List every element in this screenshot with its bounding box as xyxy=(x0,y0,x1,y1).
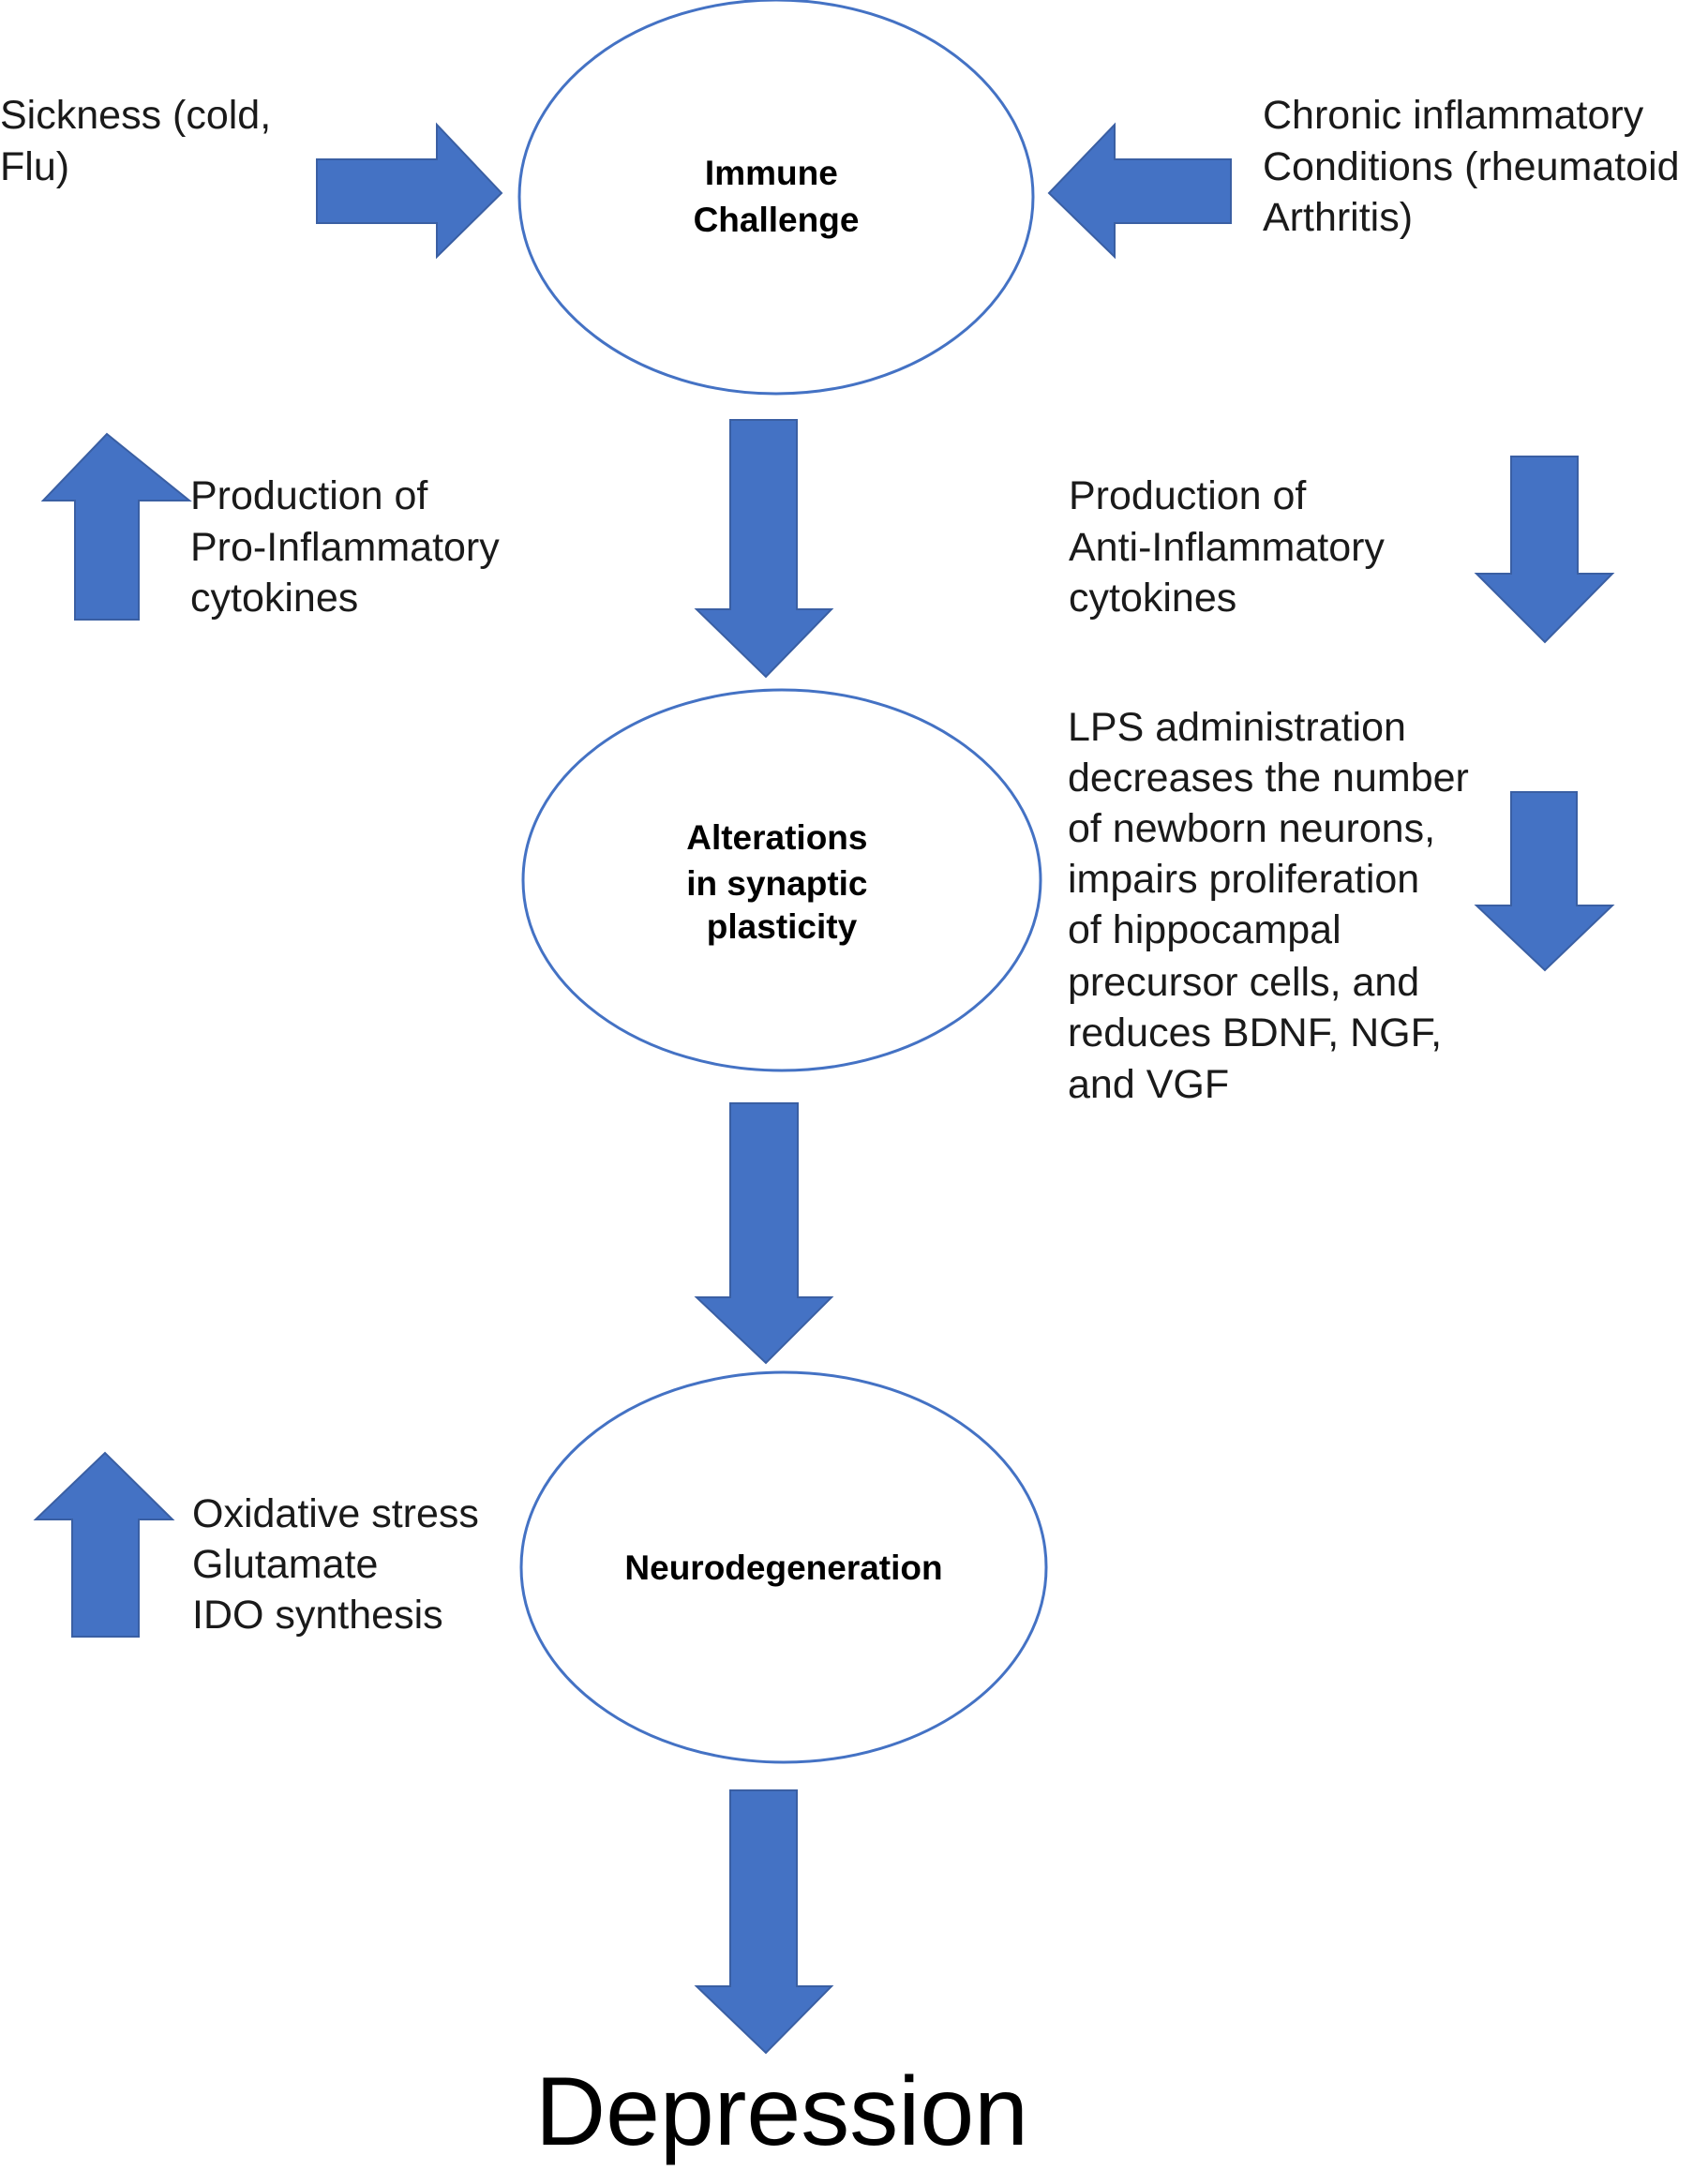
anti-inflammatory-arrow xyxy=(1474,456,1615,644)
annotation-oxidative: Oxidative stress Glutamate IDO synthesis xyxy=(192,1491,490,1638)
node-immune-challenge-label: Immune Challenge xyxy=(694,154,860,239)
node-neurodegeneration-label: Neurodegeneration xyxy=(624,1549,942,1587)
outcome-depression: Depression xyxy=(535,2058,1028,2166)
sickness-arrow xyxy=(316,122,503,260)
annotation-lps: LPS administration decreases the number … xyxy=(1068,705,1480,1107)
pro-inflammatory-arrow xyxy=(40,432,192,621)
node-alterations-in-synaptic-plasticity xyxy=(521,688,1042,1072)
lps-arrow xyxy=(1474,791,1615,972)
immune-to-alterations-arrow xyxy=(694,419,834,679)
annotation-chronic-inflammatory: Chronic inflammatory Conditions (rheumat… xyxy=(1263,93,1691,240)
neurodegeneration-to-depression-arrow xyxy=(694,1789,834,2055)
annotation-sickness: Sickness (cold, Flu) xyxy=(0,93,282,189)
annotation-pro-inflammatory: Production of Pro-Inflammatory cytokines xyxy=(190,473,511,621)
oxidative-arrow xyxy=(33,1451,175,1638)
alterations-to-neurodegeneration-arrow xyxy=(694,1102,834,1365)
annotation-anti-inflammatory: Production of Anti-Inflammatory cytokine… xyxy=(1069,473,1396,621)
node-immune-challenge xyxy=(517,0,1035,396)
chronic-arrow xyxy=(1047,122,1232,260)
node-neurodegeneration xyxy=(519,1370,1048,1764)
node-alterations-label: Alterations in synaptic plasticity xyxy=(686,818,877,946)
